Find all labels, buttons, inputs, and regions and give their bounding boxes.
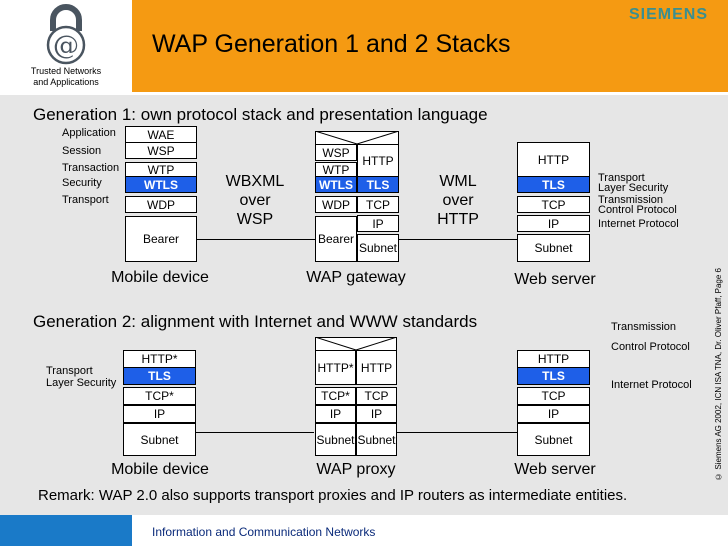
gen1-right-label-4: Control Protocol — [598, 204, 677, 216]
gen1-mobile-wsp: WSP — [125, 142, 197, 159]
gen1-mobile-caption: Mobile device — [111, 269, 209, 286]
gen1-gateway-bearer: Bearer — [315, 216, 357, 262]
gen1-heading: Generation 1: own protocol stack and pre… — [33, 105, 488, 124]
gen2-server-http: HTTP — [517, 350, 590, 368]
gen2-proxy-ip-right: IP — [356, 405, 397, 423]
gen1-link2-line2: over — [442, 192, 474, 209]
gen2-mobile-ip: IP — [123, 405, 196, 423]
gen1-gateway-top — [315, 131, 399, 145]
gen1-gateway-wsp: WSP — [315, 144, 357, 161]
gen2-proxy-subnet-right: Subnet — [356, 423, 397, 456]
gen2-mobile-subnet: Subnet — [123, 423, 196, 456]
header-rule — [0, 92, 728, 95]
gen2-server-subnet: Subnet — [517, 423, 590, 456]
gen1-server-caption: Web server — [514, 271, 596, 288]
gen1-link-line-1 — [197, 239, 315, 240]
gen1-server-tcp: TCP — [517, 196, 590, 213]
footer-text: Information and Communication Networks — [152, 525, 376, 539]
gen1-server-http: HTTP — [517, 142, 590, 177]
logo-caption-line1: Trusted Networks — [30, 66, 102, 76]
gen1-right-label-5: Internet Protocol — [598, 218, 679, 230]
gen2-proxy-top — [315, 337, 397, 351]
gen1-mobile-wdp: WDP — [125, 196, 197, 213]
gen1-mobile-wtp: WTP — [125, 162, 197, 177]
gen2-heading: Generation 2: alignment with Internet an… — [33, 312, 478, 331]
gen2-mobile-tcp: TCP* — [123, 387, 196, 405]
gen2-server-tls: TLS — [517, 367, 590, 385]
gen1-link2-line3: HTTP — [437, 211, 479, 228]
gen1-gateway-subnet: Subnet — [357, 234, 399, 262]
gen1-label-session: Session — [62, 145, 102, 157]
gen2-server-tcp: TCP — [517, 387, 590, 405]
gen1-label-transaction: Transaction — [62, 162, 120, 174]
gen1-link1-line3: WSP — [236, 211, 274, 228]
gen1-gateway-ip: IP — [357, 215, 399, 232]
gen1-gateway-http: HTTP — [357, 144, 399, 177]
gen2-mobile-caption: Mobile device — [111, 461, 209, 478]
gen2-left-label-2: Layer Security — [46, 377, 117, 389]
gen1-gateway-tls: TLS — [357, 176, 399, 193]
gen1-server-tls: TLS — [517, 176, 590, 193]
gen2-proxy-ip-left: IP — [315, 405, 356, 423]
logo-caption-line2: and Applications — [33, 77, 99, 87]
brand-logo: SIEMENS — [629, 6, 709, 23]
gen2-left-label-1: Transport — [46, 365, 93, 377]
gen1-gateway-wtp: WTP — [315, 162, 357, 177]
gen2-link-line-1 — [196, 432, 314, 433]
gen1-server-subnet: Subnet — [517, 234, 590, 262]
gen2-proxy-tcp: TCP — [356, 387, 397, 405]
gen1-link1-line2: over — [239, 192, 271, 209]
remark-text: Remark: WAP 2.0 also supports transport … — [38, 487, 628, 504]
gen1-label-security: Security — [62, 177, 102, 189]
gen1-link1-line1: WBXML — [225, 173, 285, 190]
svg-text:@: @ — [53, 31, 79, 61]
gen1-right-label-1: Transport — [598, 172, 645, 184]
gen2-proxy-tcp-star: TCP* — [315, 387, 356, 405]
gen2-mobile-http: HTTP* — [123, 350, 196, 368]
gen1-link2-line1: WML — [439, 173, 477, 190]
copyright-text: © Siemens AG 2002, ICN ISA TNA, Dr. Oliv… — [714, 268, 723, 481]
gen2-proxy-caption: WAP proxy — [316, 461, 396, 478]
gen1-right-label-3: Transmission — [598, 194, 663, 206]
gen2-right-label-2: Control Protocol — [611, 341, 690, 353]
gen2-link-line-2 — [397, 432, 517, 433]
gen1-gateway-wtls: WTLS — [315, 176, 357, 193]
gen1-gateway-caption: WAP gateway — [306, 269, 406, 286]
page-title: WAP Generation 1 and 2 Stacks — [152, 30, 511, 58]
gen2-mobile-tls: TLS — [123, 367, 196, 385]
gen1-gateway-wdp: WDP — [315, 196, 357, 213]
gen2-server-caption: Web server — [514, 461, 596, 478]
header-band — [132, 0, 728, 92]
footer-blue-block — [0, 515, 132, 546]
gen1-label-application: Application — [62, 127, 116, 139]
gen2-proxy-http-star: HTTP* — [315, 350, 356, 385]
gen1-label-transport: Transport — [62, 194, 109, 206]
gen2-server-ip: IP — [517, 405, 590, 423]
padlock-at-logo-icon: @ — [46, 4, 86, 65]
gen2-proxy-subnet-left: Subnet — [315, 423, 356, 456]
gen1-mobile-wtls: WTLS — [125, 176, 197, 193]
gen1-server-ip: IP — [517, 215, 590, 232]
gen1-right-label-2: Layer Security — [598, 182, 669, 194]
gen2-right-label-3: Internet Protocol — [611, 379, 692, 391]
gen1-mobile-wae: WAE — [125, 126, 197, 143]
gen2-right-label-1: Transmission — [611, 321, 676, 333]
gen1-gateway-tcp: TCP — [357, 196, 399, 213]
gen1-link-line-2 — [399, 239, 517, 240]
gen2-proxy-http: HTTP — [356, 350, 397, 385]
gen1-mobile-bearer: Bearer — [125, 216, 197, 262]
